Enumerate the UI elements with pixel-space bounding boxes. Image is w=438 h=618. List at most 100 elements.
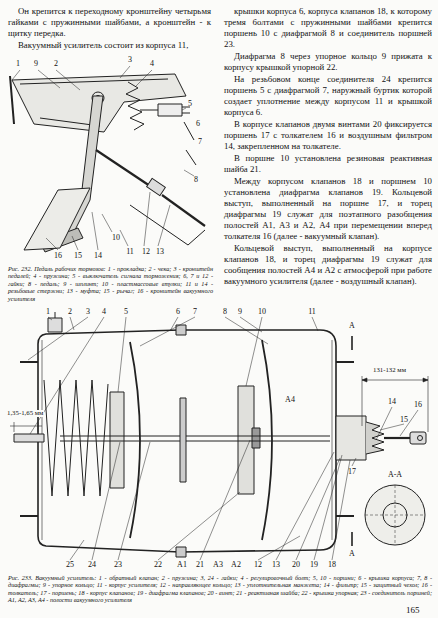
piston-connector	[60, 436, 330, 441]
valve-body	[418, 436, 423, 441]
callout-number: 24	[87, 561, 97, 569]
callout-number: 4	[101, 308, 107, 316]
callout-number: 16	[53, 252, 63, 260]
callout-number: 6	[195, 120, 201, 128]
section-view	[352, 336, 425, 546]
dimension-lines	[10, 422, 42, 432]
leader-lines	[28, 317, 418, 560]
booster-housing	[38, 330, 336, 552]
gasket	[10, 76, 14, 124]
valve-body	[410, 432, 426, 444]
callout-number: 19	[309, 561, 319, 569]
callout-number: 1	[45, 308, 51, 316]
valve-body	[366, 422, 384, 454]
pistons	[110, 386, 260, 494]
piston-connector	[60, 398, 330, 482]
brake-switch	[140, 104, 196, 165]
callout-number: 13	[271, 561, 281, 569]
callout-number: 8	[222, 308, 228, 316]
diaphragms	[130, 342, 140, 538]
figure-caption: Рис. 233. Вакуумный усилитель: 1 - обрат…	[8, 574, 432, 604]
callout-number: 9	[33, 60, 39, 68]
callout-number: 10	[111, 234, 121, 242]
leader-lines	[12, 66, 194, 250]
dimension-lines	[362, 378, 428, 382]
adjusting-bolt	[14, 434, 44, 442]
leader-lines	[28, 317, 418, 560]
pistons	[252, 428, 260, 448]
booster-housing	[176, 547, 186, 557]
callout-number: 5	[123, 308, 129, 316]
check-valve	[48, 318, 62, 332]
diaphragms	[130, 340, 272, 540]
booster-bracket	[24, 188, 90, 250]
diaphragms	[262, 340, 272, 540]
callout-number: 15	[73, 252, 83, 260]
section-mark: А	[348, 550, 356, 558]
section-view	[351, 336, 353, 546]
section-view	[365, 485, 425, 545]
body-text: В поршне 10 установлена резиновая реакти…	[224, 153, 432, 175]
callout-number: 12	[141, 248, 151, 256]
leader-lines	[12, 66, 194, 250]
section-mark: А-А	[387, 471, 403, 479]
callout-number: 20	[291, 561, 301, 569]
gasket	[10, 76, 14, 124]
callout-number: 23	[113, 561, 123, 569]
callout-number: А4	[284, 396, 296, 404]
callout-number: 15	[399, 416, 409, 424]
booster-housing	[42, 340, 332, 540]
dimension-label: 131-132 мм	[372, 367, 407, 374]
return-spring	[44, 380, 108, 496]
figure-caption: Рис. 232. Педаль рабочих тормозов: 1 - п…	[8, 265, 213, 302]
check-valve	[48, 312, 62, 332]
callout-number: А1	[176, 561, 188, 569]
callout-number: 22	[153, 561, 163, 569]
callout-number: 21	[195, 561, 205, 569]
section-mark: А	[348, 322, 356, 330]
return-spring	[126, 82, 144, 130]
brake-switch	[158, 104, 182, 116]
callout-number: 13	[155, 248, 165, 256]
callout-number: 1	[15, 60, 21, 68]
callout-number: 16	[413, 401, 423, 409]
callout-number: 11	[307, 308, 317, 316]
section-view	[365, 485, 425, 545]
studs	[20, 362, 354, 516]
callout-number: 12	[253, 561, 263, 569]
push-rods	[96, 150, 150, 186]
callout-number: 3	[127, 56, 133, 64]
dimension-lines	[10, 376, 428, 432]
booster-housing	[38, 325, 336, 557]
callout-number: А3	[212, 561, 224, 569]
valve-body	[384, 437, 412, 439]
check-valve	[55, 312, 56, 318]
push-rods	[147, 178, 166, 195]
callout-number: 18	[327, 561, 337, 569]
callout-number: 7	[197, 138, 203, 146]
pistons	[110, 392, 124, 488]
body-text: Он крепится к переходному кронштейну чет…	[8, 6, 211, 39]
return-spring	[126, 82, 144, 130]
booster-bracket	[24, 188, 90, 250]
callout-number: 25	[65, 561, 75, 569]
callout-number: 3	[85, 308, 91, 316]
callout-number: 7	[192, 308, 198, 316]
piston-connector	[180, 398, 186, 482]
body-text: крышки корпуса 6, корпуса клапанов 18, к…	[224, 6, 432, 50]
callout-number: 10	[257, 308, 267, 316]
callout-number: 17	[347, 468, 357, 476]
dimension-label: 1,35-1,65 мм	[6, 410, 44, 417]
callout-number: 14	[387, 398, 397, 406]
callout-number: 5	[187, 100, 193, 108]
valve-body	[336, 416, 426, 460]
push-rods	[130, 205, 205, 245]
push-rods	[96, 150, 205, 245]
callout-number: 14	[93, 252, 103, 260]
callout-number: 4	[149, 60, 155, 68]
studs	[20, 362, 354, 516]
brake-switch	[184, 122, 196, 165]
body-text: Диафрагма 8 через упорное кольцо 9 прижа…	[224, 51, 432, 73]
callout-number: А2	[230, 561, 242, 569]
